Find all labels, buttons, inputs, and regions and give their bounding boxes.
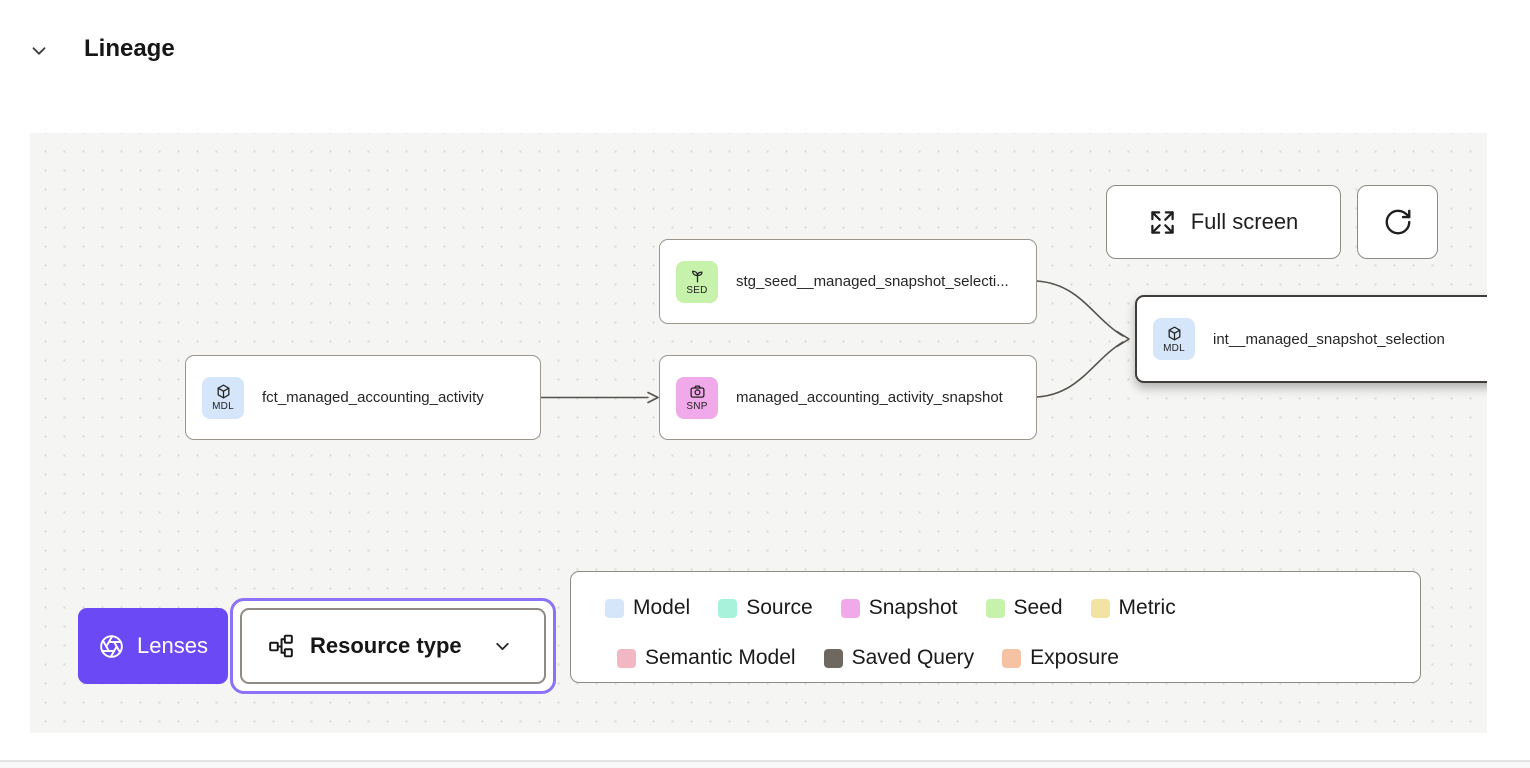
expand-arrows-icon	[1149, 209, 1176, 236]
badge-label: SNP	[686, 401, 708, 412]
legend-item-metric: Metric	[1090, 596, 1176, 620]
model-badge: MDL	[202, 376, 244, 419]
lineage-canvas[interactable]: Full screen SED	[30, 133, 1487, 733]
legend-row-1: Model Source Snapshot Seed Metric	[605, 587, 1400, 629]
camera-icon	[689, 383, 706, 400]
hierarchy-icon	[268, 633, 294, 659]
model-swatch	[605, 598, 624, 618]
seed-swatch	[985, 598, 1005, 618]
semantic-model-swatch	[617, 648, 636, 668]
refresh-button[interactable]	[1357, 185, 1438, 259]
snapshot-swatch	[840, 598, 860, 618]
badge-label: MDL	[212, 401, 234, 412]
legend-item-snapshot: Snapshot	[840, 596, 958, 620]
node-label: managed_accounting_activity_snapshot	[736, 389, 1003, 406]
lineage-header: Lineage	[0, 0, 1530, 100]
aperture-icon	[98, 633, 125, 660]
node-label: fct_managed_accounting_activity	[262, 389, 484, 406]
node-stg-seed-managed-snapshot-selection[interactable]: SED stg_seed__managed_snapshot_selecti..…	[659, 239, 1037, 324]
lenses-button[interactable]: Lenses	[78, 608, 228, 684]
badge-label: MDL	[1163, 342, 1185, 354]
node-managed-accounting-activity-snapshot[interactable]: SNP managed_accounting_activity_snapshot	[659, 355, 1037, 440]
resource-type-legend: Model Source Snapshot Seed Metric Semant…	[570, 571, 1421, 683]
cube-icon	[1166, 325, 1183, 342]
legend-item-exposure: Exposure	[1002, 646, 1119, 670]
exposure-swatch	[1002, 648, 1022, 668]
lenses-button-label: Lenses	[137, 633, 208, 658]
resource-type-label: Resource type	[310, 633, 462, 658]
node-int-managed-snapshot-selection-selected[interactable]: MDL int__managed_snapshot_selection	[1135, 295, 1487, 383]
node-fct-managed-accounting-activity[interactable]: MDL fct_managed_accounting_activity	[185, 355, 541, 440]
sprout-icon	[689, 267, 706, 284]
section-divider	[0, 760, 1530, 762]
legend-item-model: Model	[605, 596, 690, 620]
model-badge: MDL	[1153, 318, 1195, 360]
legend-item-seed: Seed	[985, 596, 1063, 620]
resource-type-focus-ring: Resource type	[230, 598, 556, 694]
seed-badge: SED	[676, 260, 718, 303]
collapse-chevron-icon[interactable]	[28, 40, 50, 62]
legend-item-semantic-model: Semantic Model	[617, 646, 796, 670]
resource-type-dropdown[interactable]: Resource type	[240, 608, 546, 684]
snapshot-badge: SNP	[676, 376, 718, 419]
metric-swatch	[1090, 598, 1110, 618]
badge-label: SED	[686, 285, 708, 296]
page-title: Lineage	[84, 35, 175, 62]
legend-row-2: Semantic Model Saved Query Exposure	[617, 637, 1400, 679]
legend-item-source: Source	[718, 596, 813, 620]
source-swatch	[718, 598, 738, 618]
next-section-edge	[0, 762, 1530, 768]
saved-query-swatch	[823, 648, 843, 668]
legend-item-saved-query: Saved Query	[823, 646, 974, 670]
fullscreen-button-label: Full screen	[1190, 209, 1299, 234]
fullscreen-button[interactable]: Full screen	[1106, 185, 1341, 259]
refresh-icon	[1383, 207, 1413, 237]
node-label: stg_seed__managed_snapshot_selecti...	[736, 273, 1009, 290]
cube-icon	[215, 383, 232, 400]
chevron-down-icon	[492, 636, 513, 657]
node-label: int__managed_snapshot_selection	[1213, 330, 1445, 348]
